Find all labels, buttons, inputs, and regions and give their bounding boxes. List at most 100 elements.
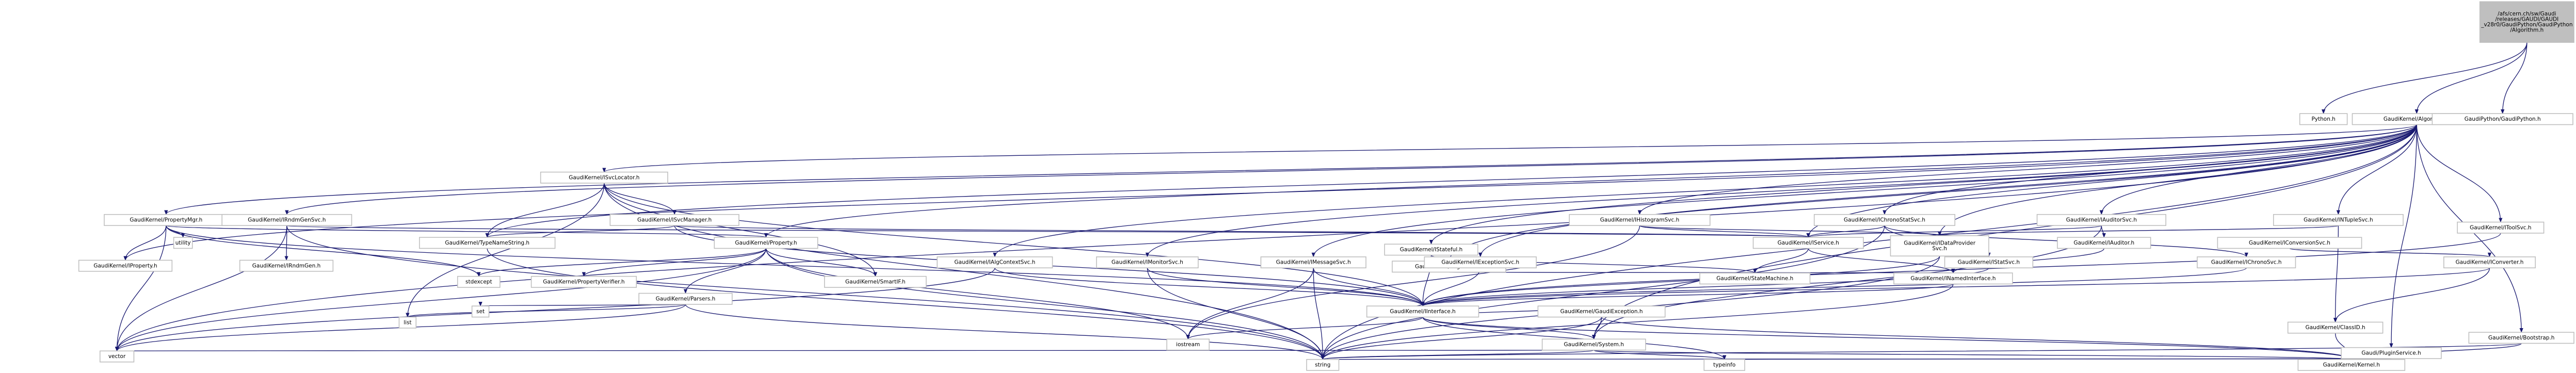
node-isvcmanager-box: [609, 214, 739, 226]
node-propertyverifier-box: [530, 275, 637, 288]
node-gp_gaudipython-box: [2432, 113, 2573, 125]
node-isvcmanager[interactable]: GaudiKernel/ISvcManager.h: [609, 214, 739, 226]
node-property[interactable]: GaudiKernel/Property.h: [714, 237, 818, 249]
edge-property-to-iostream: [765, 248, 1190, 340]
node-statemachine-label-line: GaudiKernel/StateMachine.h: [1716, 275, 1793, 282]
edge-algorithm-to-propertymgr: [164, 124, 2417, 215]
node-iconversionsvc-label-line: GaudiKernel/IConversionSvc.h: [2249, 240, 2330, 246]
node-propertyverifier-label-line: GaudiKernel/PropertyVerifier.h: [543, 279, 624, 285]
edge-isvclocator-to-typenamestring: [485, 183, 605, 238]
node-property-box: [714, 237, 818, 249]
node-iauditor[interactable]: GaudiKernel/IAuditor.h: [2057, 237, 2151, 249]
node-istatefulh-box: [1384, 244, 1478, 256]
node-propertyverifier[interactable]: GaudiKernel/PropertyVerifier.h: [530, 275, 637, 288]
node-stdexcept-box: [457, 275, 501, 288]
node-propertymgr[interactable]: GaudiKernel/PropertyMgr.h: [104, 214, 229, 226]
edge-ihistogramsvc-to-iservice: [1639, 225, 1810, 238]
node-imessagesvc[interactable]: GaudiKernel/IMessageSvc.h: [1260, 256, 1366, 269]
edge-propertymgr-to-property: [166, 225, 768, 238]
node-string: string: [1306, 359, 1340, 371]
node-iostream: iostream: [1166, 338, 1210, 351]
edge-iauditorsvc-to-iservice: [1807, 225, 2102, 238]
node-root-label-line: /Algorithm.h: [2510, 27, 2543, 34]
edge-iservice-to-statemachine: [1753, 248, 1809, 274]
node-ihistogramsvc[interactable]: GaudiKernel/IHistogramSvc.h: [1569, 214, 1711, 226]
edge-iservice-to-inamedinterface: [1808, 248, 1955, 274]
edge-parsers-to-list: [406, 304, 686, 318]
edge-ialgcontextsvc-to-vector: [115, 268, 995, 352]
node-itoolsvc[interactable]: GaudiKernel/IToolSvc.h: [2457, 221, 2545, 234]
edge-root-to-gp_gaudipython: [2501, 42, 2527, 115]
node-irndmgen[interactable]: GaudiKernel/IRndmGen.h: [239, 260, 334, 272]
edge-irndmgensvc-to-vector: [115, 225, 287, 352]
node-parsers[interactable]: GaudiKernel/Parsers.h: [638, 293, 733, 305]
node-iexceptionsvc[interactable]: GaudiKernel/IExceptionSvc.h: [1424, 256, 1537, 269]
node-isvclocator[interactable]: GaudiKernel/ISvcLocator.h: [540, 171, 668, 184]
edge-imonitorsvc-to-iinterface: [1147, 268, 1425, 307]
node-iproperty[interactable]: GaudiKernel/IProperty.h: [78, 260, 173, 272]
node-root-box: [2479, 1, 2574, 43]
node-iconversionsvc[interactable]: GaudiKernel/IConversionSvc.h: [2217, 237, 2362, 249]
node-imonitorsvc-label-line: GaudiKernel/IMonitorSvc.h: [1112, 260, 1183, 266]
node-property-label-line: GaudiKernel/Property.h: [735, 240, 797, 246]
node-irndmgensvc[interactable]: GaudiKernel/IRndmGenSvc.h: [221, 214, 352, 226]
node-smartif[interactable]: GaudiKernel/SmartIF.h: [824, 275, 927, 288]
node-imessagesvc-label-line: GaudiKernel/IMessageSvc.h: [1276, 260, 1351, 266]
node-imonitorsvc[interactable]: GaudiKernel/IMonitorSvc.h: [1096, 256, 1199, 269]
node-pluginservice-box: [2341, 347, 2442, 359]
node-pluginservice[interactable]: Gaudi/PluginService.h: [2341, 347, 2442, 359]
node-parsers-label-line: GaudiKernel/Parsers.h: [656, 296, 716, 302]
node-istatsvc[interactable]: GaudiKernel/IStatSvc.h: [1944, 256, 2034, 269]
node-gp_gaudipython[interactable]: GaudiPython/GaudiPython.h: [2432, 113, 2573, 125]
graph-nodes: /afs/cern.ch/sw/Gaudi/releases/GAUDI/GAU…: [78, 1, 2574, 371]
node-bootstrap-label-line: GaudiKernel/Bootstrap.h: [2488, 335, 2555, 341]
node-ichronostatsvc[interactable]: GaudiKernel/IChronoStatSvc.h: [1813, 214, 1956, 226]
node-set-label-line: set: [476, 309, 485, 315]
node-utility-label-line: utility: [175, 240, 191, 246]
node-root[interactable]: /afs/cern.ch/sw/Gaudi/releases/GAUDI/GAU…: [2479, 1, 2574, 43]
edge-property-to-stdexcept: [477, 248, 767, 277]
node-intuplesvc[interactable]: GaudiKernel/INTupleSvc.h: [2273, 214, 2404, 226]
edge-algorithm-to-system: [1592, 124, 2417, 340]
node-kernel[interactable]: GaudiKernel/Kernel.h: [2297, 359, 2406, 371]
node-typenamestring[interactable]: GaudiKernel/TypeNameString.h: [419, 237, 556, 249]
edge-ichronosvc-to-iinterface: [1421, 267, 2247, 307]
edge-system-to-kernel: [1593, 350, 2353, 360]
node-ichronosvc[interactable]: GaudiKernel/IChronoSvc.h: [2197, 256, 2296, 269]
node-gaudiexception-label-line: GaudiKernel/GaudiException.h: [1560, 309, 1643, 315]
node-stdexcept: stdexcept: [457, 275, 501, 288]
edge-isvclocator-to-iinterface: [604, 183, 1425, 307]
node-iclassid[interactable]: GaudiKernel/ClassID.h: [2287, 321, 2384, 334]
node-irndmgensvc-label-line: GaudiKernel/IRndmGenSvc.h: [248, 217, 326, 223]
node-inamedinterface[interactable]: GaudiKernel/INamedInterface.h: [1893, 272, 2013, 285]
node-istatsvc-box: [1944, 256, 2034, 269]
edge-typenamestring-to-string: [487, 248, 1325, 360]
node-set: set: [471, 305, 490, 318]
node-gaudiexception[interactable]: GaudiKernel/GaudiException.h: [1537, 305, 1666, 318]
node-bootstrap[interactable]: GaudiKernel/Bootstrap.h: [2468, 332, 2574, 344]
edge-algorithm-to-vector: [115, 124, 2417, 352]
node-statemachine[interactable]: GaudiKernel/StateMachine.h: [1699, 272, 1811, 285]
node-iservice[interactable]: GaudiKernel/IService.h: [1752, 237, 1864, 249]
node-ichronostatsvc-box: [1813, 214, 1956, 226]
edge-bootstrap-to-string: [1321, 343, 2522, 360]
node-intuplesvc-label-line: GaudiKernel/INTupleSvc.h: [2304, 217, 2373, 223]
node-iauditorsvc[interactable]: GaudiKernel/IAuditorSvc.h: [2036, 214, 2167, 226]
edge-root-to-python: [2322, 42, 2527, 115]
edge-algorithm-to-ialgcontextsvc: [993, 124, 2417, 257]
node-iinterface-box: [1366, 305, 1479, 318]
node-system[interactable]: GaudiKernel/System.h: [1541, 338, 1646, 351]
node-iconverter[interactable]: GaudiKernel/IConverter.h: [2443, 256, 2536, 269]
edge-propertymgr-to-vector: [115, 225, 167, 352]
node-ialgcontextsvc[interactable]: GaudiKernel/IAlgContextSvc.h: [937, 256, 1053, 269]
node-iinterface-label-line: GaudiKernel/IInterface.h: [1390, 309, 1455, 315]
node-istatefulh[interactable]: GaudiKernel/IStateful.h: [1384, 244, 1478, 256]
node-kernel-label-line: GaudiKernel/Kernel.h: [2323, 362, 2380, 368]
node-iservice-box: [1752, 237, 1864, 249]
node-imessagesvc-box: [1260, 256, 1366, 269]
node-iinterface[interactable]: GaudiKernel/IInterface.h: [1366, 305, 1479, 318]
node-statemachine-box: [1699, 272, 1811, 285]
edge-isvclocator-to-list: [406, 183, 605, 318]
node-system-label-line: GaudiKernel/System.h: [1564, 342, 1624, 348]
